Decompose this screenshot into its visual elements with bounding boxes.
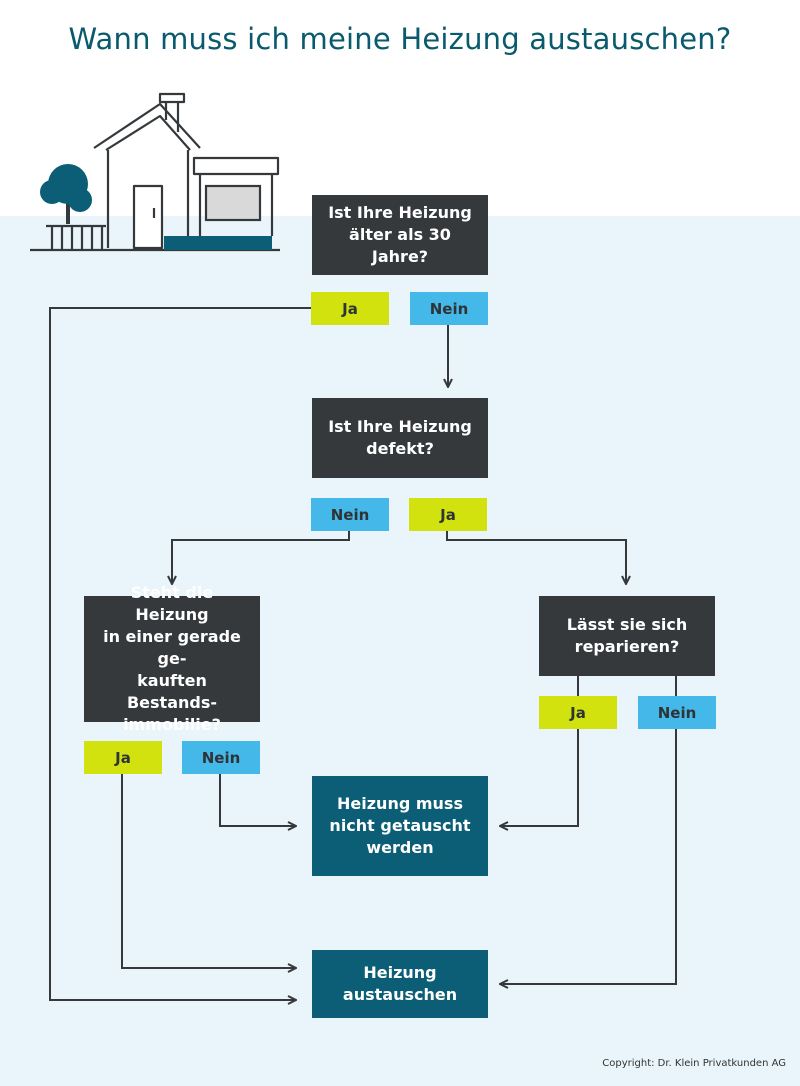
q3-answer-nein: Nein: [182, 741, 260, 774]
q3-answer-ja: Ja: [84, 741, 162, 774]
q4-answer-ja: Ja: [539, 696, 617, 729]
q2-answer-ja: Ja: [409, 498, 487, 531]
question-recent-purchase: Steht die Heizung in einer gerade ge- ka…: [84, 583, 260, 734]
q2-answer-nein: Nein: [311, 498, 389, 531]
q1-answer-ja: Ja: [311, 292, 389, 325]
question-defect: Ist Ihre Heizung defekt?: [312, 398, 488, 478]
q4-answer-nein: Nein: [638, 696, 716, 729]
result-keep: Heizung muss nicht getauscht werden: [312, 776, 488, 876]
connector-q1-ja: [49, 307, 311, 1000]
question-age: Ist Ihre Heizung älter als 30 Jahre?: [312, 195, 488, 275]
house-with-tree-icon: [30, 92, 280, 252]
connector-q3-ja: [121, 774, 296, 968]
result-replace: Heizung austauschen: [312, 950, 488, 1018]
question-repairable: Lässt sie sich reparieren?: [539, 596, 715, 676]
q1-answer-nein: Nein: [410, 292, 488, 325]
connector-q3-nein: [219, 774, 296, 826]
copyright-note: Copyright: Dr. Klein Privatkunden AG: [602, 1058, 786, 1069]
connector-q2-nein: [172, 531, 350, 584]
page-title: Wann muss ich meine Heizung austauschen?: [68, 22, 732, 56]
connector-q2-ja: [446, 531, 626, 584]
connector-q4-nein: [500, 676, 677, 984]
